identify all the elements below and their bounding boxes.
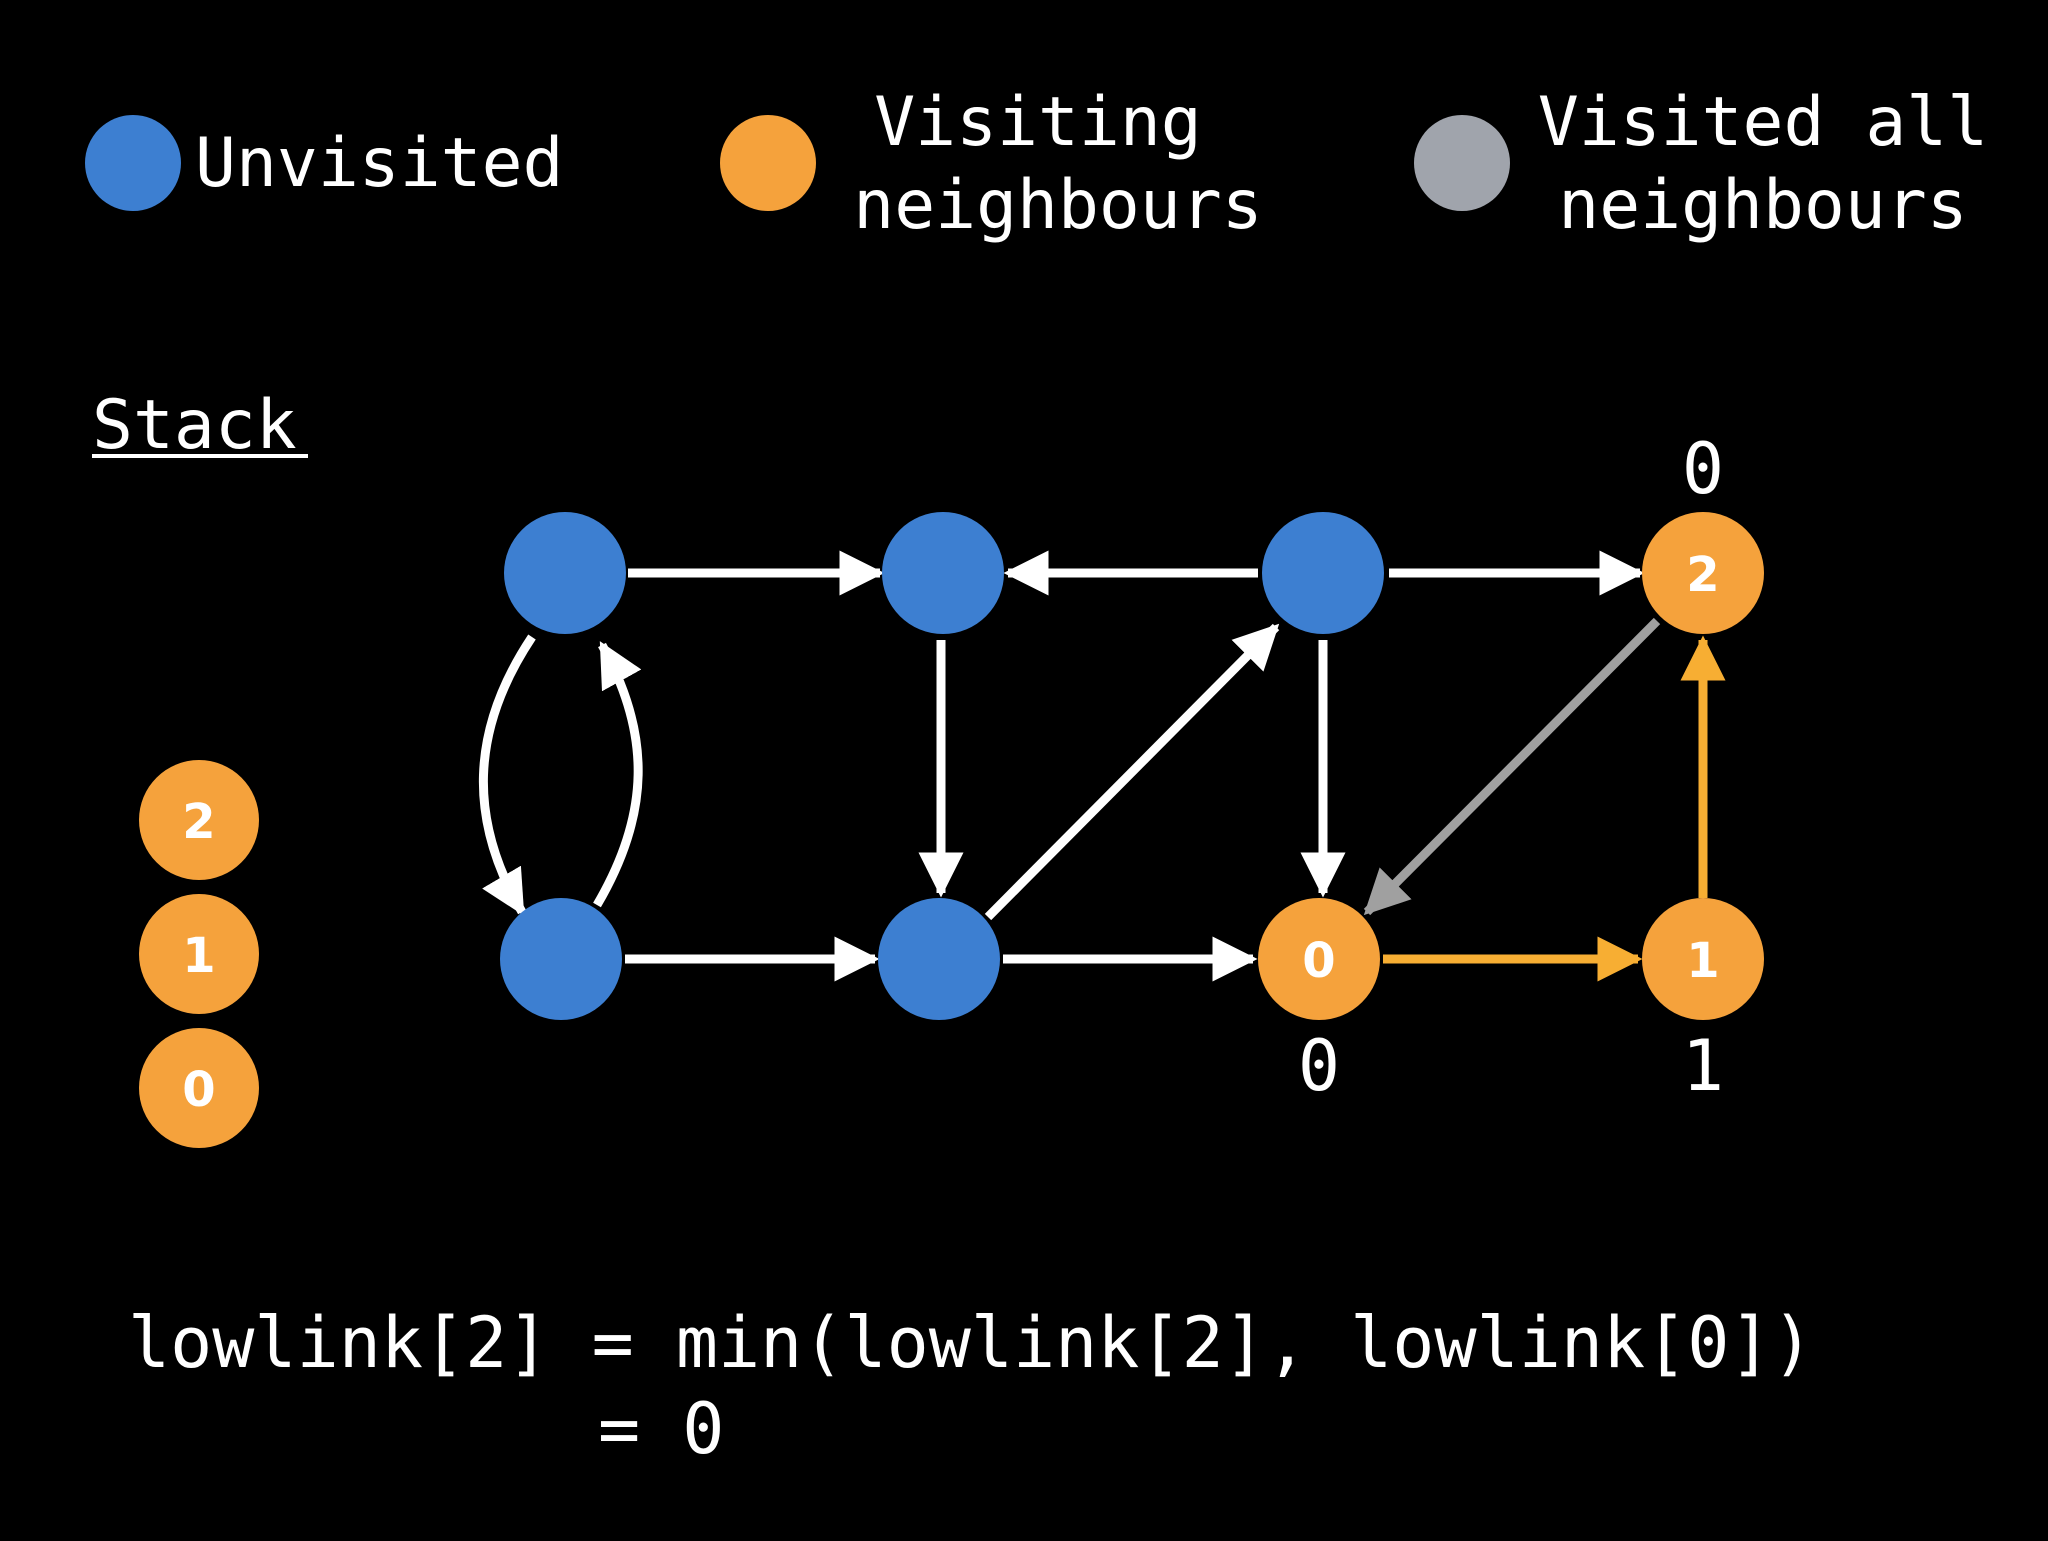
legend-unvisited-swatch bbox=[85, 115, 181, 211]
stack-item: 2 bbox=[139, 760, 259, 880]
legend-visiting-label-line2: neighbours bbox=[853, 166, 1262, 245]
graph-node-label: 1 bbox=[1686, 933, 1719, 989]
graph-node-circle bbox=[500, 898, 622, 1020]
legend-visiting-swatch bbox=[720, 115, 816, 211]
stack-item-circle bbox=[139, 1028, 259, 1148]
stack-title: Stack bbox=[92, 386, 297, 465]
graph-node-circle bbox=[878, 898, 1000, 1020]
graph-node-label: 0 bbox=[1302, 933, 1335, 989]
graph-node-circle bbox=[504, 512, 626, 634]
legend-visited-label-line2: neighbours bbox=[1558, 166, 1967, 245]
graph-node-circle bbox=[1258, 898, 1380, 1020]
stack-title-underline bbox=[92, 454, 308, 458]
graph-node-circle bbox=[1642, 512, 1764, 634]
edge-a-e bbox=[479, 634, 536, 916]
graph-node-e bbox=[500, 898, 622, 1020]
stack-item-circle bbox=[139, 760, 259, 880]
equation-line2: = 0 bbox=[598, 1388, 724, 1470]
stack-item-circle bbox=[139, 894, 259, 1014]
graph-node-b bbox=[882, 512, 1004, 634]
graph-node-a bbox=[504, 512, 626, 634]
graph-node-n2: 20 bbox=[1642, 428, 1764, 634]
graph-node-lowlink: 1 bbox=[1682, 1025, 1724, 1107]
legend-visiting-label-line1: Visiting bbox=[874, 83, 1202, 162]
edge-f-c bbox=[984, 623, 1280, 921]
graph-node-label: 2 bbox=[1686, 547, 1719, 603]
edges bbox=[479, 550, 1726, 982]
stack: Stack 2 1 0 bbox=[92, 386, 308, 1148]
stack-item-label: 1 bbox=[182, 928, 215, 984]
legend-visited-label-line1: Visited all bbox=[1538, 83, 1988, 162]
equation-line1: lowlink[2] = min(lowlink[2], lowlink[0]) bbox=[128, 1302, 1814, 1384]
graph-node-circle bbox=[1262, 512, 1384, 634]
graph-node-f bbox=[878, 898, 1000, 1020]
graph-node-n0: 00 bbox=[1258, 898, 1380, 1107]
graph-node-lowlink: 0 bbox=[1298, 1025, 1340, 1107]
stack-item: 1 bbox=[139, 894, 259, 1014]
legend-visited-swatch bbox=[1414, 115, 1510, 211]
edge-n2-n0 bbox=[1363, 617, 1661, 916]
edge-e-a bbox=[593, 641, 643, 908]
graph-node-n1: 11 bbox=[1642, 898, 1764, 1107]
stack-items: 2 1 0 bbox=[139, 760, 259, 1148]
legend-unvisited-label: Unvisited bbox=[195, 124, 563, 203]
graph-node-circle bbox=[882, 512, 1004, 634]
graph-node-lowlink: 0 bbox=[1682, 428, 1724, 510]
stack-item-label: 2 bbox=[182, 794, 215, 850]
graph-node-circle bbox=[1642, 898, 1764, 1020]
stack-item: 0 bbox=[139, 1028, 259, 1148]
equation: lowlink[2] = min(lowlink[2], lowlink[0])… bbox=[128, 1302, 1814, 1470]
stack-item-label: 0 bbox=[182, 1062, 215, 1118]
legend: Unvisited Visiting neighbours Visited al… bbox=[85, 83, 1988, 245]
graph-node-c bbox=[1262, 512, 1384, 634]
